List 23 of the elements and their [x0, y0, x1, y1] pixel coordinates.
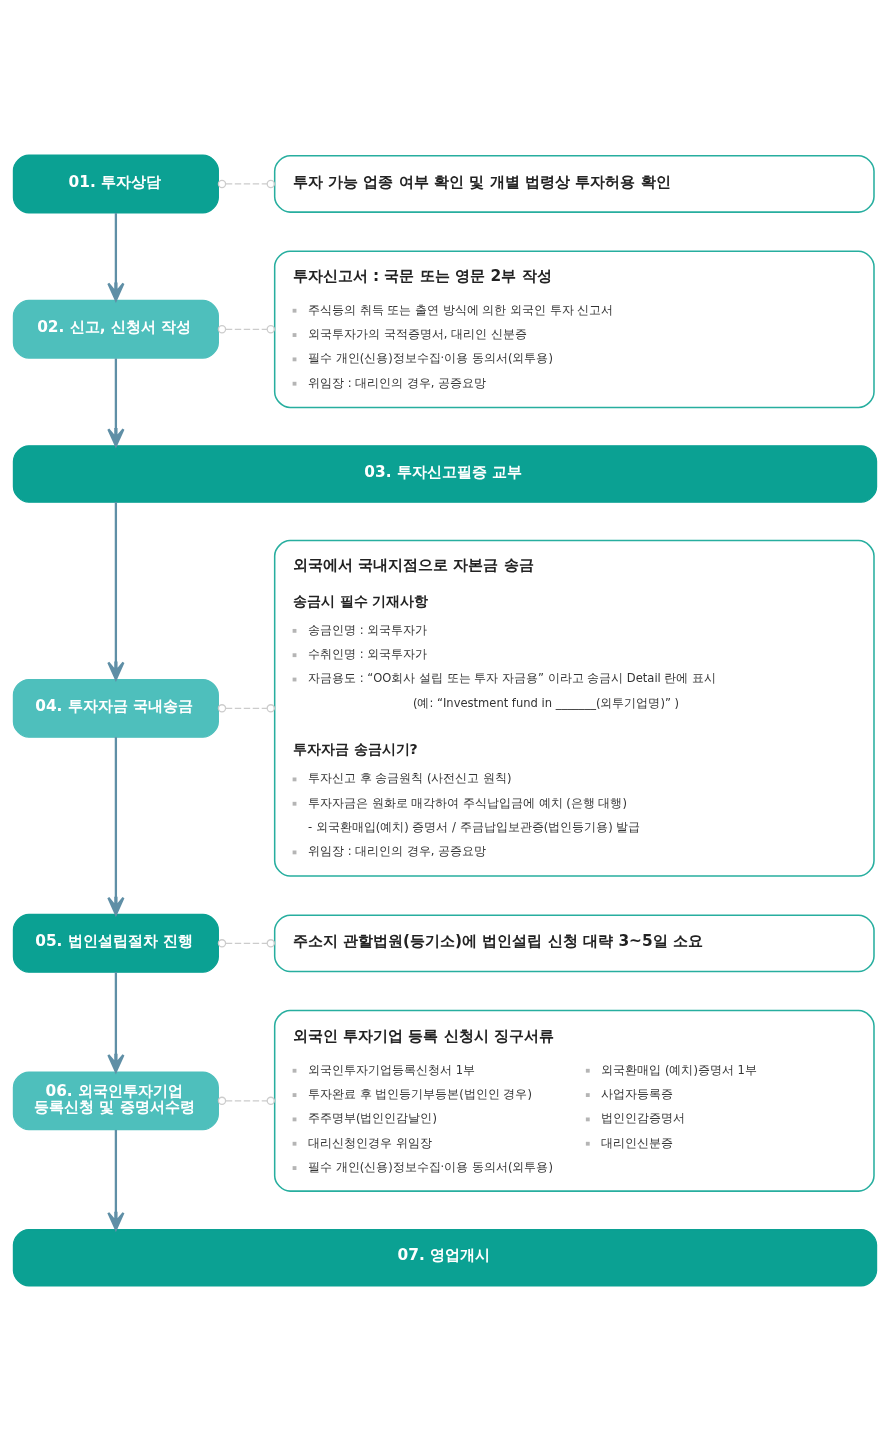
node-box: 투자신고서 : 국문 또는 영문 2부 작성 주식등의 취득 또는 출연 방식에 의한 외국인 투자 신고서 외국투자가의 국적증명서, 대리인 신분증 필수 개인(신용)정보수집·이용 동의서(외투용) 위임장 : 대리인의 경우, 공증요망	[273, 250, 875, 409]
node-box: 07. 영업개시	[12, 1228, 878, 1287]
node-box: 01. 투자상담	[12, 154, 219, 214]
node-box: 05. 법인설립절차 진행	[12, 913, 219, 973]
node-box: 02. 신고, 신청서 작성	[12, 299, 219, 359]
connector	[217, 179, 275, 189]
node-box: 투자 가능 업종 여부 확인 및 개별 법령상 투자허용 확인	[273, 155, 875, 213]
connector	[217, 704, 275, 713]
node-box: 외국에서 국내지점으로 자본금 송금 송금시 필수 기재사항 송금인명 : 외국투자가 수취인명 : 외국투자가 자금용도 : “OO회사 설립 또는 투자 자금용” 이라고 송금시 Detail 란에 표시 (예: “Investment fund in _______(외투기업명)” ) 투자자금 송금시기? 투자신고 후 송금원칙 (사전신고 원칙) 투자자금은 원화로 매각하여 주식납입금에 예치 (은행 대행) - 외국환매입(예치) 증명서 / 주금납입보관증(법인등기용) 발급 위임장 : 대리인의 경우, 공증요망	[273, 539, 875, 877]
arrow	[107, 502, 125, 681]
arrow	[107, 358, 125, 447]
connector	[217, 1096, 275, 1106]
node-box: 03. 투자신고필증 교부	[12, 445, 878, 503]
node-box: 04. 투자자금 국내송금	[12, 678, 219, 738]
arrow	[107, 213, 125, 302]
node-box: 06. 외국인투자기업 등록신청 및 증명서수령	[12, 1071, 219, 1131]
connector	[217, 939, 275, 948]
arrow	[107, 1129, 125, 1231]
connector	[217, 325, 275, 334]
arrow	[107, 737, 125, 916]
node-box: 주소지 관할법원(등기소)에 법인설립 신청 대략 3~5일 소요	[273, 914, 875, 973]
node-box: 외국인 투자기업 등록 신청시 징구서류 외국인투자기업등록신청서 1부 외국환매입 (예치)증명서 1부 투자완료 후 법인등기부등본(법인인 경우) 사업자등록증 주주명부(법인인감날인) 법인인감증명서 대리신청인경우 위임장 대리인신분증 필수 개인(신용)정보수집·이용 동의서(외투용)	[273, 1009, 875, 1192]
arrow	[107, 972, 125, 1073]
